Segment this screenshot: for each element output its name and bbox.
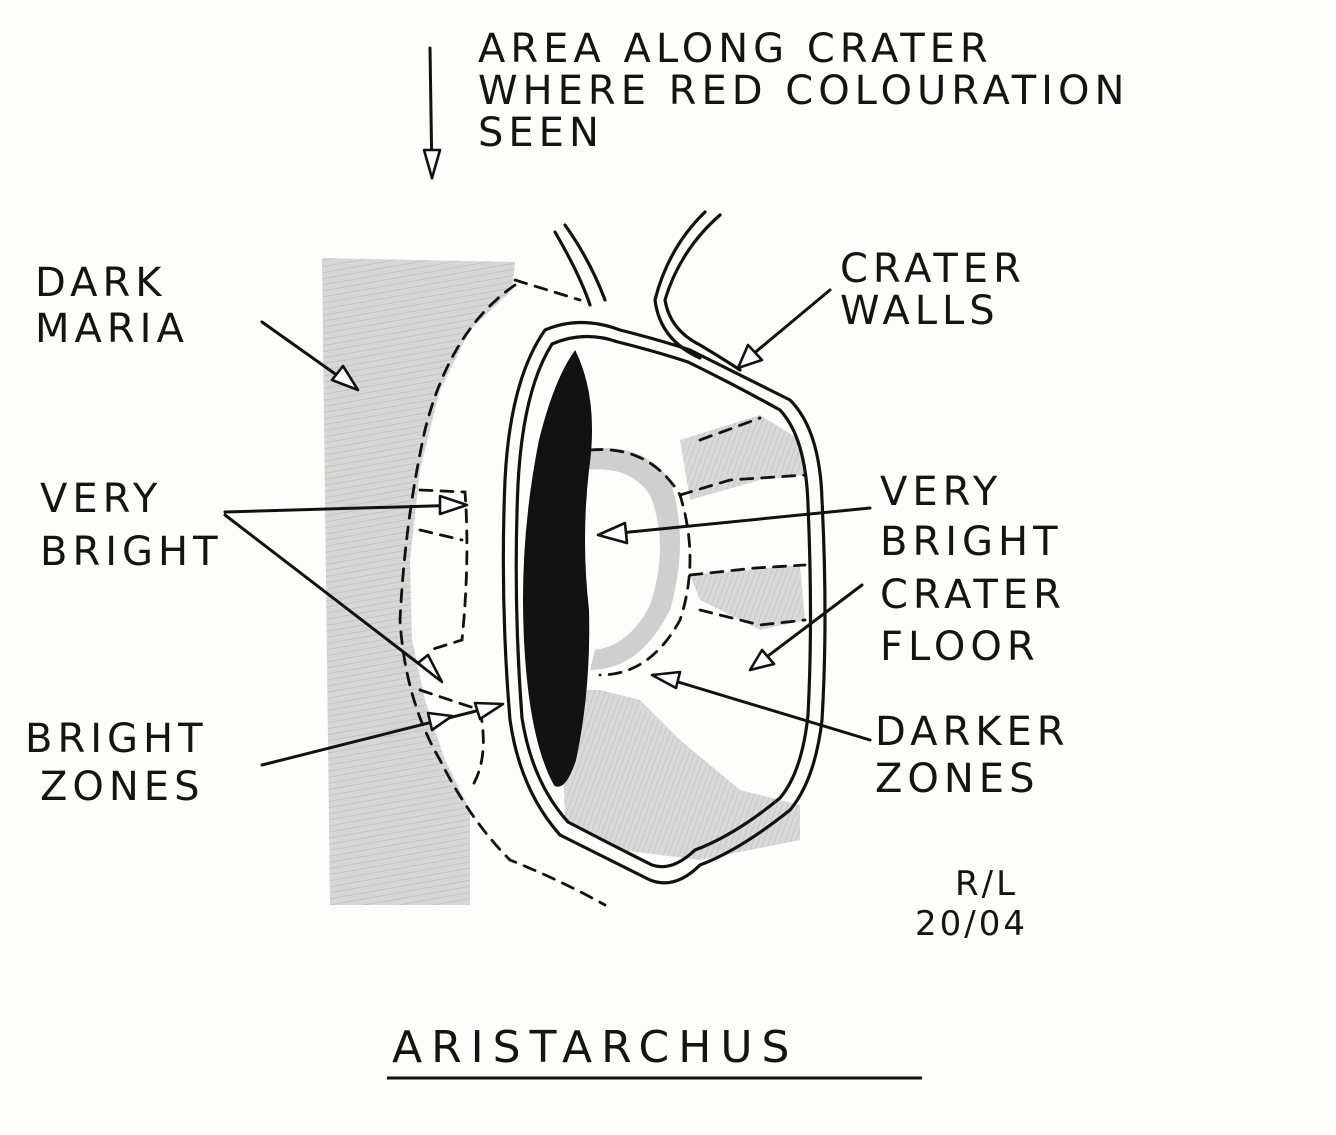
signature-line2: 20/04	[915, 904, 1028, 944]
darker-zones-arrowhead	[652, 672, 680, 688]
very-bright-left-label-line1: VERY	[40, 476, 162, 522]
darker-zones-arrow	[655, 675, 870, 740]
red-area-arrowhead	[424, 150, 440, 178]
darker-zones-label-line2: ZONES	[875, 756, 1039, 802]
very-bright-right-label-line1: VERY	[880, 469, 1002, 515]
bright-zones-arrowhead-2	[428, 713, 452, 730]
dark-maria-region	[322, 258, 515, 905]
very-bright-left-arrowhead-1	[440, 496, 467, 514]
dark-maria-label-line2: MARIA	[35, 306, 189, 352]
bright-zones-arrowhead-1	[475, 703, 503, 719]
crater-walls-label-line2: WALLS	[840, 288, 1000, 334]
red-area-label-line3: SEEN	[478, 110, 604, 156]
red-area-label-line1: AREA ALONG CRATER	[478, 26, 993, 72]
bright-zone-dashed-inner-2	[420, 530, 462, 540]
crater-floor-label-line1: CRATER	[880, 572, 1066, 618]
red-area-label-line2: WHERE RED COLOURATION	[478, 68, 1129, 114]
bright-zones-label-line1: BRIGHT	[25, 716, 208, 762]
central-ring-shade	[585, 448, 680, 670]
dark-maria-label-line1: DARK	[35, 260, 166, 306]
upper-ridge-right-2	[655, 212, 705, 358]
darker-zones-label-line1: DARKER	[875, 709, 1070, 755]
very-bright-left-label-line2: BRIGHT	[40, 529, 223, 575]
bright-zone-dashed-top	[515, 280, 580, 300]
very-bright-right-label-line2: BRIGHT	[880, 519, 1063, 565]
floor-shading-lower	[560, 690, 800, 860]
floor-shading-right	[690, 565, 805, 630]
floor-shading-upper	[680, 415, 805, 500]
diagram-title: ARISTARCHUS	[392, 1022, 798, 1073]
crater-floor-label-line2: FLOOR	[880, 624, 1040, 670]
very-bright-right-arrowhead	[598, 523, 627, 543]
crater-walls-label-line1: CRATER	[840, 246, 1026, 292]
very-bright-left-arrowhead-2	[418, 655, 442, 682]
bright-zones-label-line2: ZONES	[40, 764, 204, 810]
signature-line1: R/L	[955, 864, 1018, 904]
crater-dark-shadow	[524, 352, 591, 786]
very-bright-right-arrow	[600, 508, 870, 535]
